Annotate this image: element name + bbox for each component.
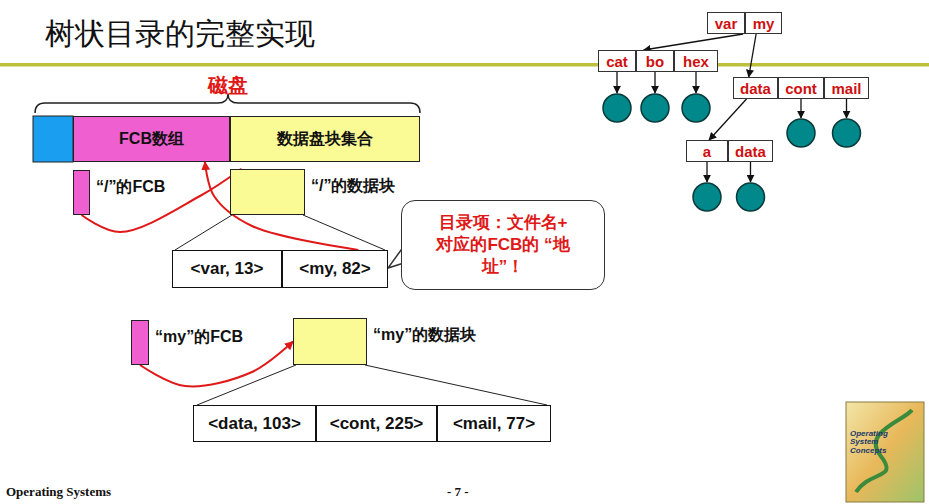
tree-dir-cell: var — [707, 12, 745, 34]
disk-data-segment: 数据盘块集合 — [230, 116, 420, 162]
data-block: “/”的数据块 — [230, 169, 305, 215]
file-leaf — [737, 183, 765, 211]
expansion-line — [365, 365, 547, 405]
node-text: <my, 82> — [299, 259, 371, 279]
tree-dir-cell: data — [728, 140, 773, 162]
node-text: <data, 103> — [208, 414, 301, 434]
tree-dir-cell: bo — [636, 50, 674, 72]
tree-dir-cell: data — [733, 77, 778, 99]
leaf-arrow — [706, 162, 707, 182]
fcb-block: “my”的FCB — [131, 320, 149, 365]
fcb-block: “/”的FCB — [73, 170, 90, 215]
node-text: “my”的FCB — [155, 327, 243, 348]
directory-entry: <cont, 225> — [316, 405, 437, 442]
node-text: <cont, 225> — [330, 414, 424, 434]
tree-link — [709, 99, 746, 140]
node-text: <var, 13> — [191, 259, 264, 279]
tree-link — [644, 34, 744, 50]
node-text: cont — [785, 80, 817, 97]
tree-dir-cell: a — [686, 140, 728, 162]
tree-link — [749, 34, 756, 77]
expansion-line — [175, 215, 232, 250]
cover-title: Operating System Concepts — [850, 430, 902, 455]
node-text: “/”的FCB — [96, 177, 165, 198]
tree-dir-cell: cont — [778, 77, 824, 99]
leaf-arrow — [654, 72, 655, 93]
file-leaf — [641, 94, 669, 122]
leaf-arrow — [695, 72, 696, 93]
node-text: data — [740, 80, 771, 97]
directory-entry: <my, 82> — [282, 250, 388, 288]
node-text: FCB数组 — [119, 129, 184, 150]
callout-box: 目录项：文件名+ 对应的FCB的 “地址”！ — [401, 200, 605, 290]
title-rule — [0, 63, 929, 67]
directory-entry: <var, 13> — [172, 250, 282, 288]
node-text: my — [753, 15, 775, 32]
node-text: 数据盘块集合 — [277, 129, 373, 150]
node-text: “my”的数据块 — [373, 325, 476, 346]
book-cover — [846, 402, 924, 502]
slide-title: 树状目录的完整实现 — [45, 14, 315, 55]
leaf-arrow — [846, 99, 847, 118]
node-text: “/”的数据块 — [311, 176, 395, 197]
tree-dir-cell: my — [745, 12, 782, 34]
pointer-arrow — [205, 162, 358, 250]
node-text: bo — [646, 53, 664, 70]
tree-dir-cell: mail — [824, 77, 869, 99]
node-text: <mail, 77> — [453, 414, 535, 434]
tree-dir-cell: hex — [674, 50, 718, 72]
leaf-arrow — [616, 72, 617, 93]
node-text: a — [703, 143, 711, 160]
disk-label: 磁盘 — [208, 72, 248, 99]
node-text: cat — [606, 53, 628, 70]
directory-entry: <data, 103> — [193, 405, 316, 442]
file-leaf — [787, 119, 815, 147]
file-leaf — [682, 94, 710, 122]
pointer-arrow — [140, 342, 293, 387]
page-number: - 7 - — [447, 484, 469, 500]
file-leaf — [833, 119, 861, 147]
disk-fcb-segment: FCB数组 — [73, 116, 230, 162]
leaf-arrow — [800, 99, 801, 118]
footer-course: Operating Systems — [6, 484, 111, 500]
directory-entry: <mail, 77> — [437, 405, 551, 442]
tree-dir-cell: cat — [598, 50, 636, 72]
file-leaf — [693, 183, 721, 211]
node-text: var — [715, 15, 738, 32]
node-text: hex — [683, 53, 709, 70]
node-text: 目录项：文件名+ 对应的FCB的 “地址”！ — [428, 212, 578, 278]
file-leaf — [603, 94, 631, 122]
data-block: “my”的数据块 — [293, 318, 367, 365]
node-text: data — [735, 143, 766, 160]
leaf-arrow — [750, 162, 751, 182]
disk-brace — [35, 94, 420, 113]
expansion-line — [303, 215, 385, 250]
node-text: mail — [831, 80, 861, 97]
disk-boot-segment — [33, 116, 73, 162]
